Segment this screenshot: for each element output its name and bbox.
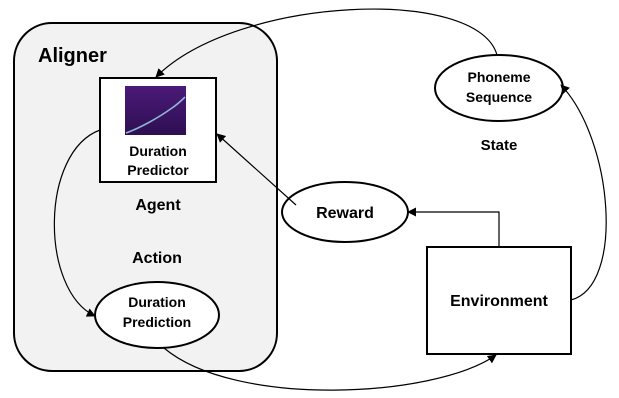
arrow-agent-to-action: [53, 129, 101, 317]
arrow-reward-to-agent: [216, 133, 297, 206]
phoneme-sequence-line2: Sequence: [466, 89, 532, 105]
duration-prediction-line1: Duration: [128, 294, 186, 310]
arrow-environment-to-reward: [407, 207, 500, 247]
agent-label: Agent: [135, 197, 181, 214]
state-label: State: [481, 137, 518, 154]
environment-label: Environment: [450, 293, 548, 310]
phoneme-sequence-ellipse: [434, 54, 564, 122]
arrows: [53, 8, 607, 391]
action-label: Action: [132, 250, 182, 267]
arrow-environment-to-state: [560, 84, 607, 301]
duration-prediction-node: Duration Prediction: [94, 281, 220, 349]
duration-predictor-node: Duration Predictor: [99, 77, 217, 183]
duration-prediction-line2: Prediction: [123, 314, 191, 330]
duration-predictor-line2: Predictor: [127, 162, 189, 178]
arrow-state-to-agent: [155, 8, 498, 78]
heatmap-thumbnail-icon: [125, 86, 186, 135]
environment-node: Environment: [426, 246, 572, 355]
phoneme-sequence-node: Phoneme Sequence: [434, 54, 564, 122]
phoneme-sequence-line1: Phoneme: [467, 69, 530, 85]
reward-node: Reward: [281, 181, 409, 243]
arrow-action-to-environment: [163, 347, 497, 391]
aligner-title: Aligner: [38, 45, 107, 67]
reward-label: Reward: [316, 205, 374, 222]
environment-box: [426, 246, 572, 355]
duration-predictor-line1: Duration: [129, 143, 187, 159]
